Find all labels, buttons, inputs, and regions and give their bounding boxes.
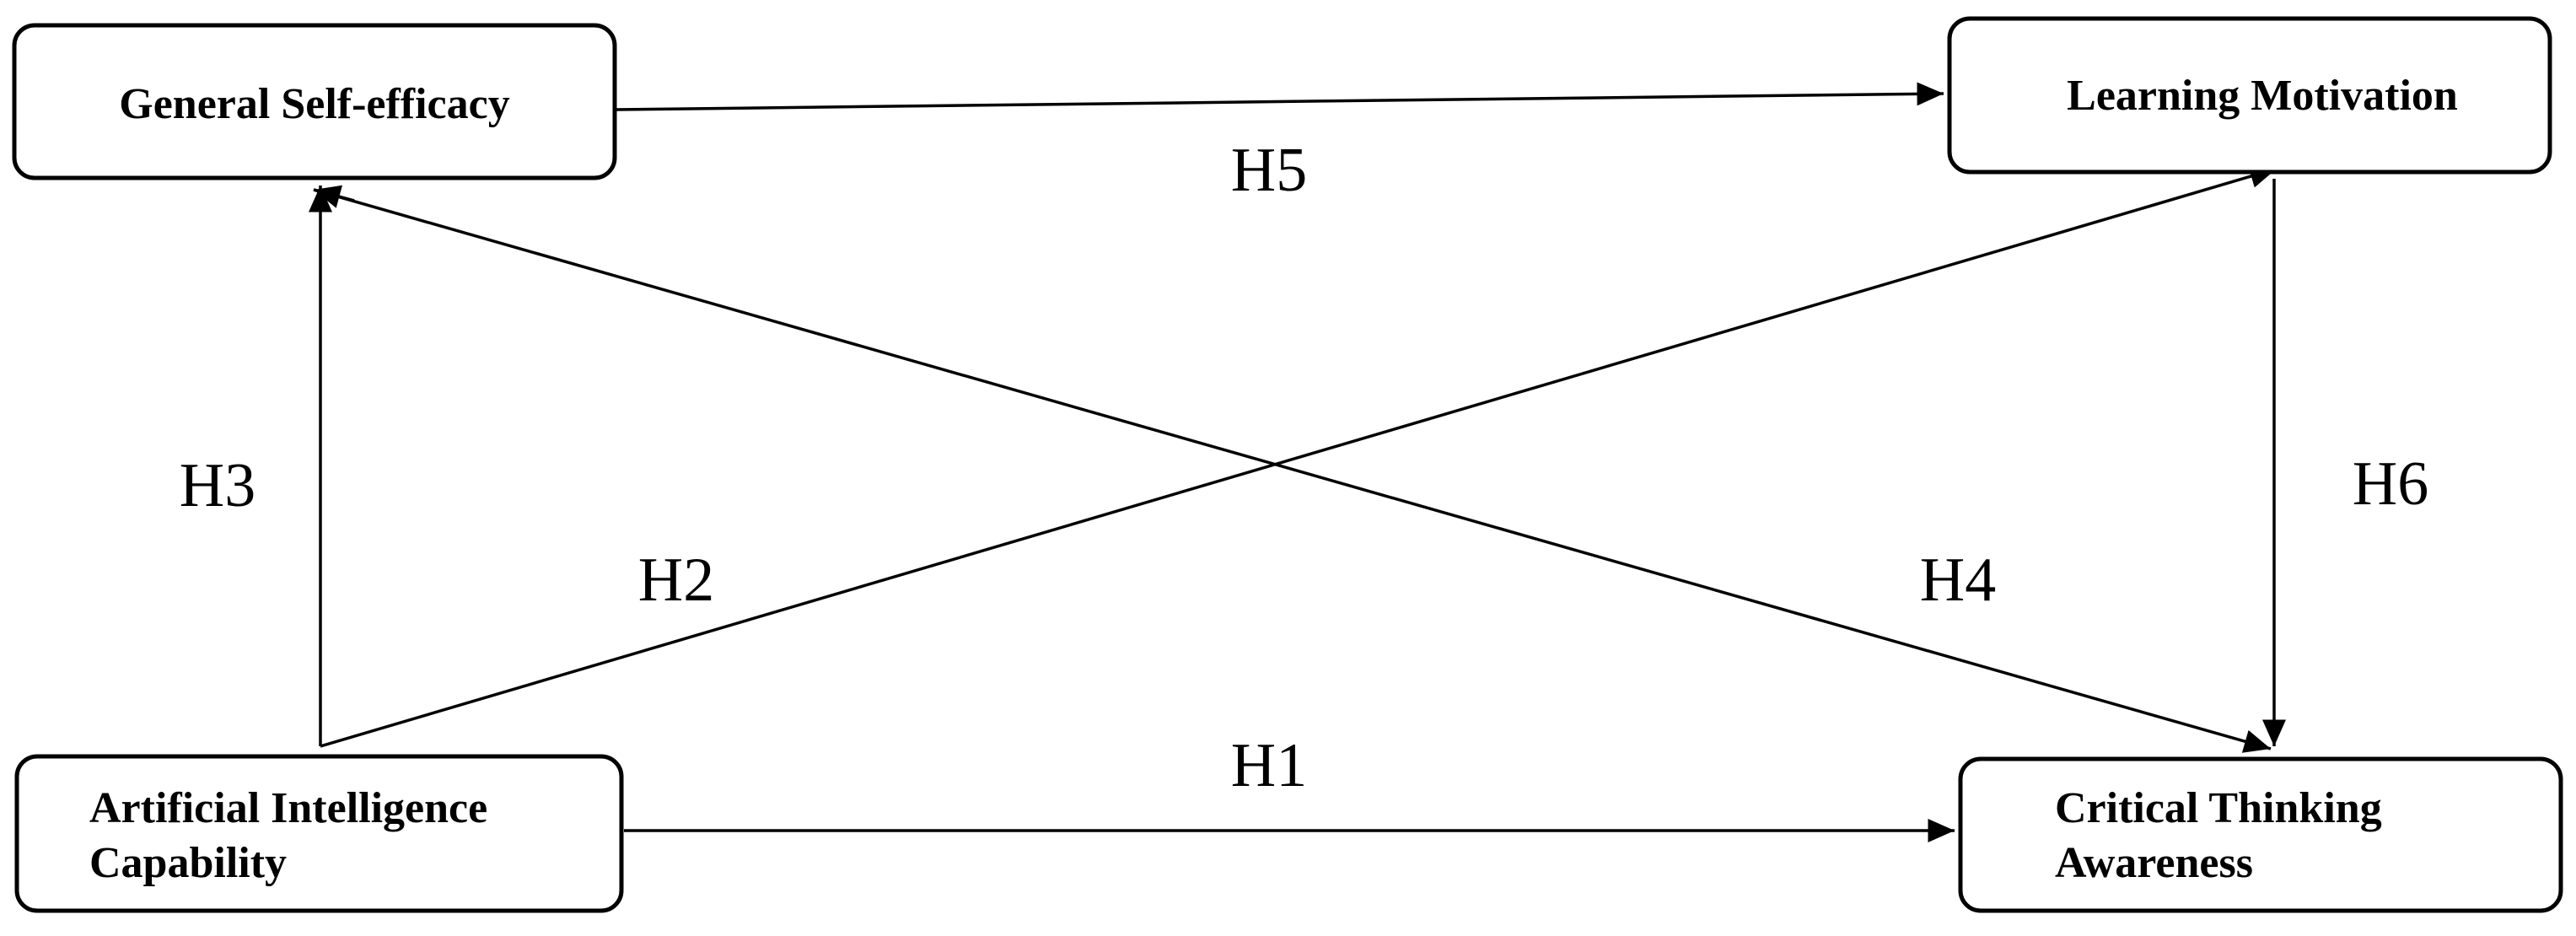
node-label: Artificial Intelligence bbox=[89, 784, 487, 832]
edges bbox=[309, 82, 2286, 842]
edge-label-h1: H1 bbox=[1231, 731, 1307, 800]
node-label-line-2: Capability bbox=[89, 839, 287, 887]
node-label: Learning Motivation bbox=[2067, 72, 2458, 120]
edge-label-h5: H5 bbox=[1231, 136, 1307, 205]
node-learning-motivation: Learning Motivation bbox=[1947, 16, 2552, 175]
node-box bbox=[1958, 756, 2563, 913]
edge-labels: H5 H3 H6 H2 H4 H1 bbox=[180, 136, 2428, 800]
edge-label-h6: H6 bbox=[2353, 449, 2428, 519]
edge-h4-arrow bbox=[313, 188, 2272, 753]
node-box bbox=[12, 23, 617, 180]
edge-label-h3: H3 bbox=[180, 451, 255, 520]
node-ai-capability: Artificial Intelligence Capability bbox=[14, 754, 624, 913]
edge-label-h2: H2 bbox=[638, 546, 714, 615]
edge-label-h4: H4 bbox=[1920, 546, 1996, 615]
node-box bbox=[14, 754, 624, 913]
edge-h2-arrow bbox=[320, 164, 2278, 748]
edge-h4-origin-arrowhead bbox=[313, 185, 355, 208]
node-label: Critical Thinking bbox=[2055, 784, 2382, 832]
node-general-self-efficacy: General Self-efficacy bbox=[12, 23, 617, 180]
edge-h5-arrow bbox=[615, 82, 1944, 111]
node-label: General Self-efficacy bbox=[119, 80, 509, 128]
node-critical-thinking-awareness: Critical Thinking Awareness bbox=[1958, 756, 2563, 913]
node-label-line-2: Awareness bbox=[2055, 839, 2253, 887]
node-box bbox=[1947, 16, 2552, 175]
